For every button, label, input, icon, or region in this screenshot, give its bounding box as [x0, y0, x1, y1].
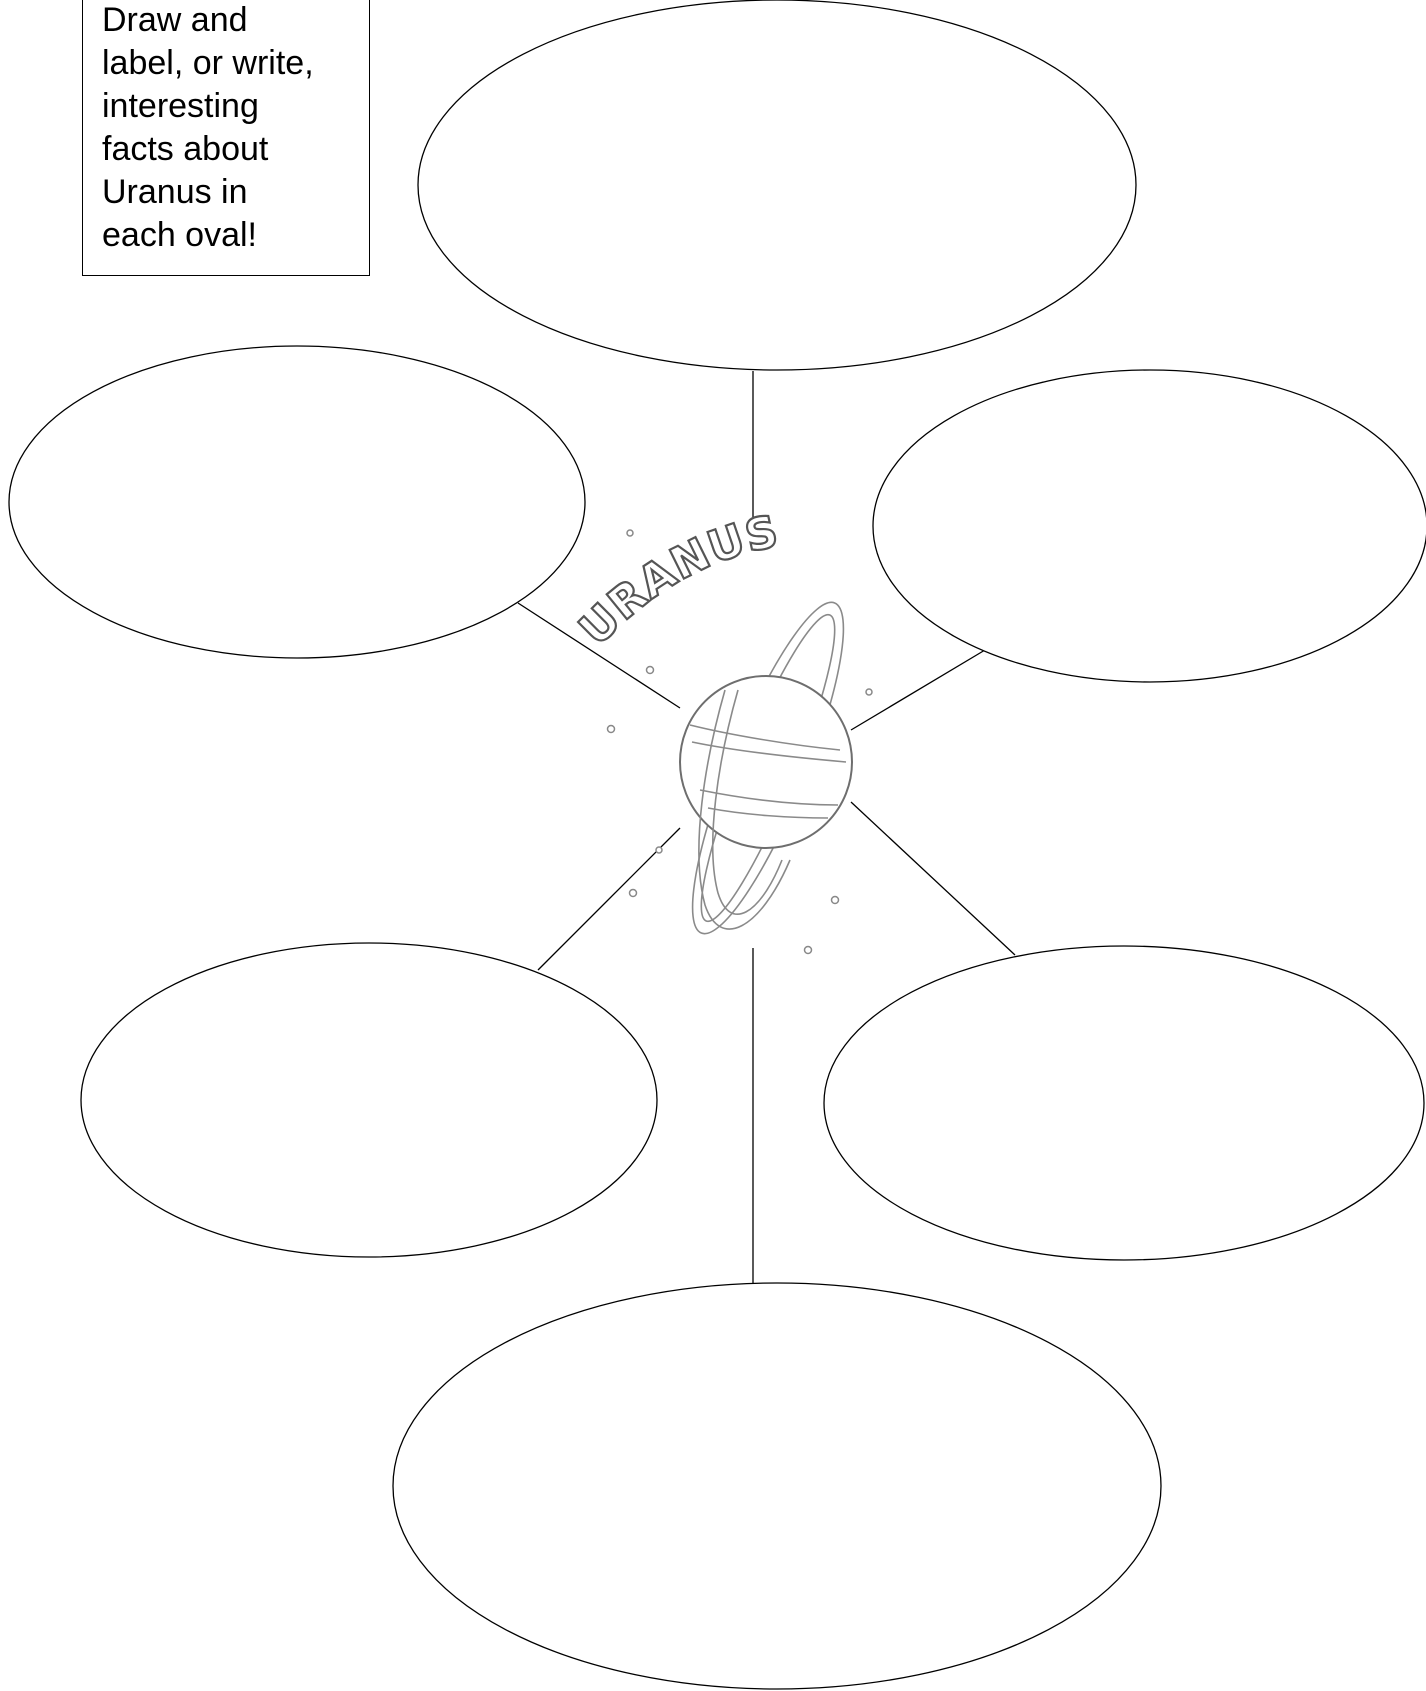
star-icon — [627, 530, 633, 536]
star-icon — [608, 726, 615, 733]
fact-oval-lower-left[interactable] — [81, 943, 657, 1257]
fact-oval-bottom[interactable] — [393, 1283, 1161, 1689]
connector-lower-right — [851, 802, 1015, 955]
planet-body — [680, 676, 852, 848]
fact-oval-upper-right[interactable] — [873, 370, 1426, 682]
star-icon — [656, 847, 662, 853]
instruction-box: Draw and label, or write, interesting fa… — [82, 0, 370, 276]
clipart-title: URANUS — [570, 506, 784, 655]
planet-uranus-icon: URANUS — [570, 506, 872, 954]
instruction-text: Draw and label, or write, interesting fa… — [102, 0, 369, 257]
fact-oval-lower-right[interactable] — [824, 946, 1424, 1260]
star-icon — [805, 947, 812, 954]
star-icon — [647, 667, 654, 674]
fact-oval-upper-left[interactable] — [9, 346, 585, 658]
star-icon — [630, 890, 637, 897]
star-icon — [866, 689, 872, 695]
fact-oval-top[interactable] — [418, 0, 1136, 370]
star-icon — [832, 897, 839, 904]
